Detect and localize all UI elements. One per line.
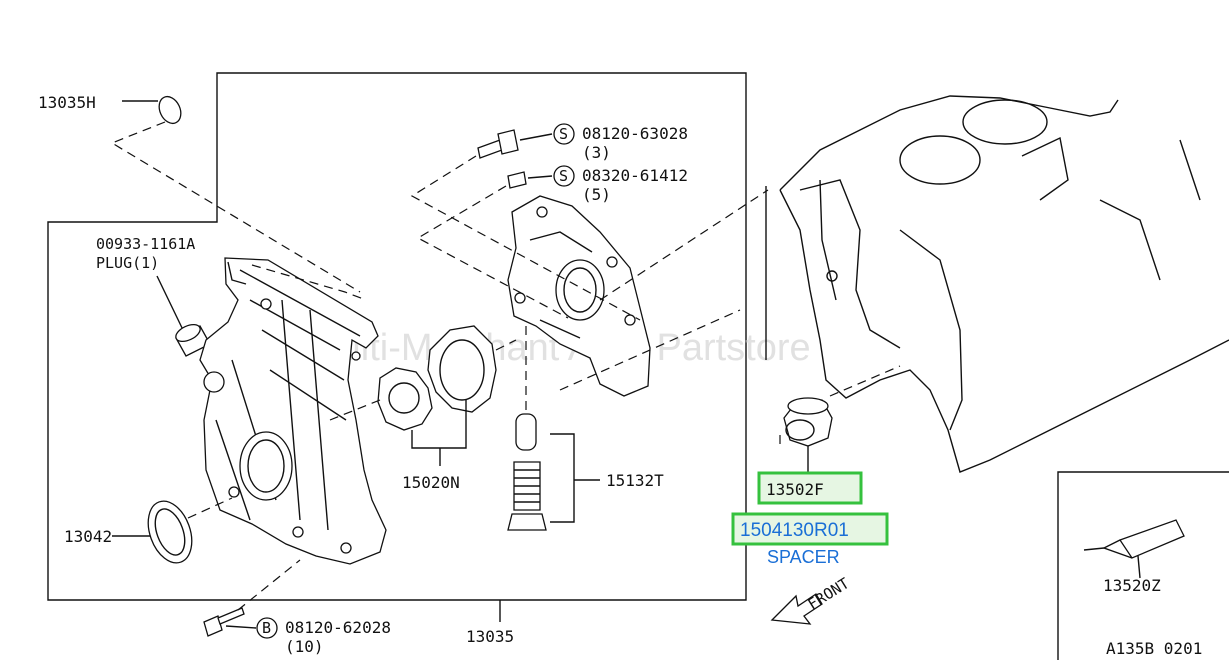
diagram-code: A135B 0201 xyxy=(1106,639,1202,658)
engine-block xyxy=(779,95,1229,473)
s-mark-text: S xyxy=(559,125,568,143)
oil-seal-13042 xyxy=(112,497,233,564)
label-13502f: 13502F xyxy=(766,480,824,499)
label-13035: 13035 xyxy=(466,627,514,646)
plug-00933 xyxy=(156,275,211,357)
s-mark-text: S xyxy=(559,167,568,185)
pump-rotors xyxy=(329,325,517,466)
highlight-13502f xyxy=(757,471,863,505)
label-spacer-name: SPACER xyxy=(767,547,840,567)
label-front: FRONT xyxy=(805,574,853,613)
guide-lines xyxy=(559,189,769,391)
label-bolt2: 08320-61412 xyxy=(582,166,688,185)
b-mark-text: B xyxy=(262,619,271,637)
oil-pump-housing xyxy=(507,195,651,397)
label-bolt1-qty: (3) xyxy=(582,143,611,162)
label-plug-name: PLUG(1) xyxy=(96,254,159,272)
label-bolt2-qty: (5) xyxy=(582,185,611,204)
front-arrow-icon: FRONT xyxy=(770,574,853,625)
bolt-08120-63028 xyxy=(410,129,641,321)
label-plug-part: 00933-1161A xyxy=(96,235,195,253)
s-mark-2: S xyxy=(553,165,575,187)
label-bolt3: 08120-62028 xyxy=(285,618,391,637)
bolt-08120-62028: B xyxy=(203,559,301,639)
sealant-tube xyxy=(1083,519,1185,579)
highlight-spacer xyxy=(731,512,889,546)
label-15132t: 15132T xyxy=(606,471,664,490)
label-bolt3-qty: (10) xyxy=(285,637,324,656)
label-13042: 13042 xyxy=(64,527,112,546)
relief-valve xyxy=(507,322,600,531)
label-13520z: 13520Z xyxy=(1103,576,1161,595)
label-13035h: 13035H xyxy=(38,93,96,112)
label-spacer-part: 1504130R01 xyxy=(740,520,849,541)
assembly-frame xyxy=(47,72,747,601)
part-13035h xyxy=(110,95,361,293)
sealant-box xyxy=(1057,471,1229,660)
label-15020n: 15020N xyxy=(402,473,460,492)
bolt-08320-61412 xyxy=(416,171,569,319)
spacer-13502f xyxy=(779,365,901,472)
label-bolt1: 08120-63028 xyxy=(582,124,688,143)
timing-cover xyxy=(199,257,387,565)
s-mark-1: S xyxy=(553,123,575,145)
